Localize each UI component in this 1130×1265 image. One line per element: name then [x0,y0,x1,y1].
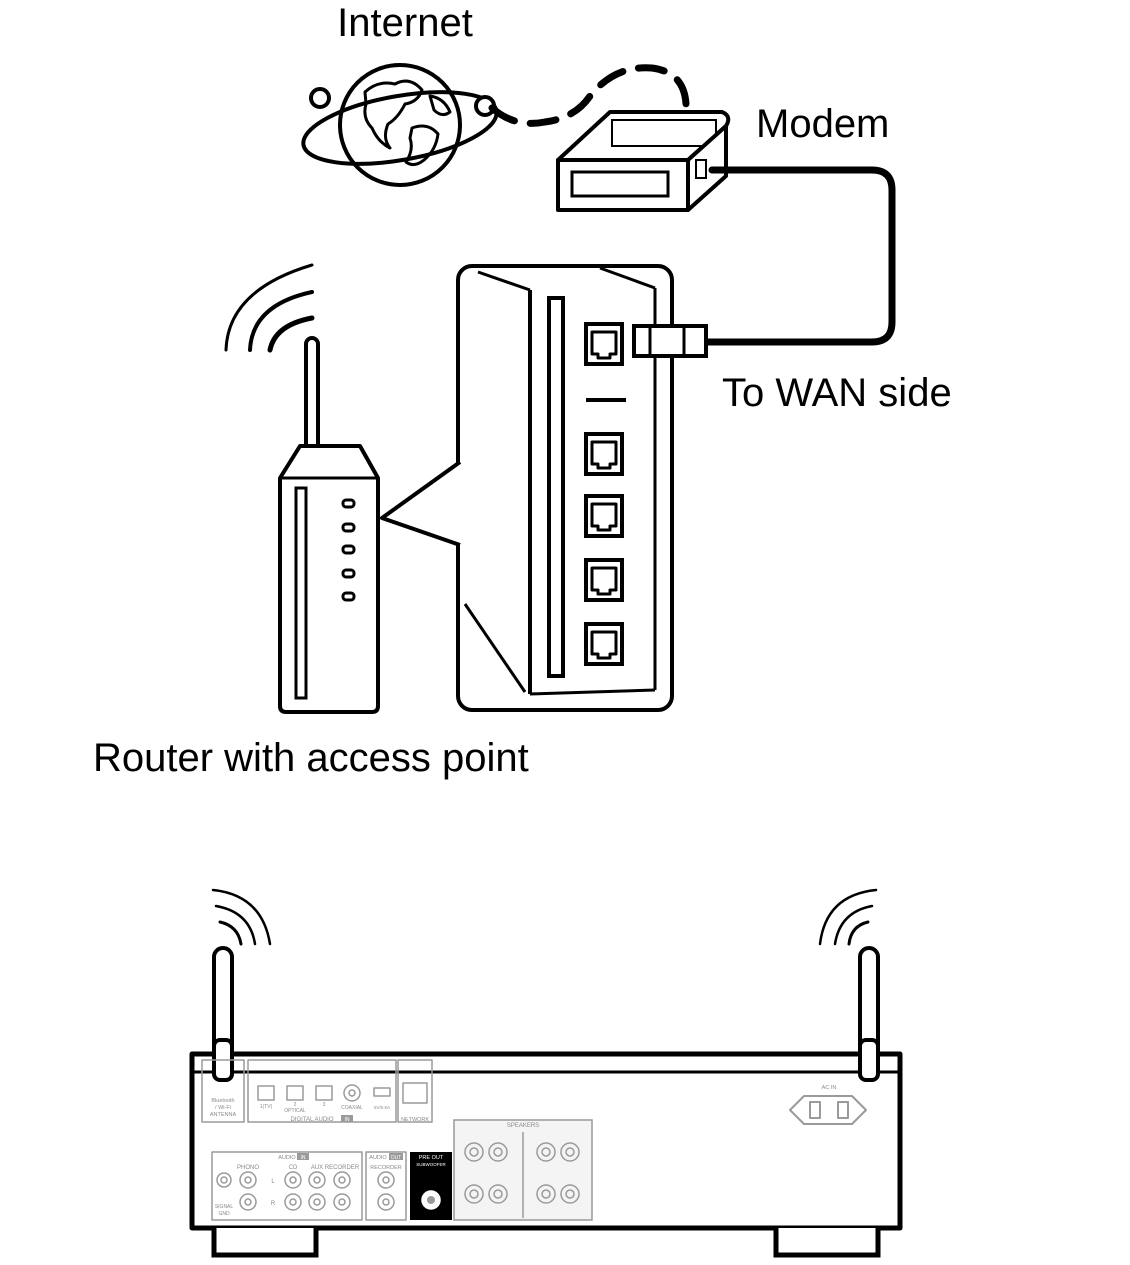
svg-text:2: 2 [294,1102,297,1108]
svg-text:AUX: AUX [311,1165,323,1171]
svg-text:RECORDER: RECORDER [325,1165,360,1171]
svg-text:SPEAKERS: SPEAKERS [507,1123,539,1129]
wan-cable [701,166,896,346]
svg-text:RECORDER: RECORDER [370,1165,402,1171]
svg-text:3: 3 [323,1102,326,1108]
svg-text:AUDIO: AUDIO [369,1155,387,1161]
svg-text:SIGNAL: SIGNAL [215,1204,234,1210]
receiver-rear-panel: Bluetooth / Wi-Fi ANTENNA 1(TV) 2 3 OPTI… [189,888,903,1258]
svg-text:SUBWOOFER: SUBWOOFER [416,1162,446,1167]
svg-text:PHONO: PHONO [237,1165,259,1171]
svg-text:NETWORK: NETWORK [401,1117,429,1123]
svg-text:CD: CD [289,1165,298,1171]
wan-plug-icon [632,324,708,358]
wan-port-icon [584,322,624,366]
svg-text:IN: IN [345,1117,350,1123]
internet-globe-icon [301,63,499,187]
router-icon [224,263,380,714]
modem-icon [556,110,731,212]
router-label: Router with access point [93,736,529,780]
svg-text:PRE OUT: PRE OUT [419,1155,444,1161]
svg-text:IN: IN [301,1155,306,1161]
svg-text:GND: GND [218,1211,230,1217]
lan-port-3-icon [584,558,624,602]
svg-text:AC IN: AC IN [822,1085,837,1091]
svg-text:COAXIAL: COAXIAL [341,1105,363,1111]
svg-text:OPTICAL: OPTICAL [284,1108,306,1114]
svg-text:R: R [271,1201,276,1207]
modem-label: Modem [756,102,889,146]
right-antenna-icon [818,888,880,1066]
left-antenna-icon [211,888,272,1066]
internet-link-dashed [488,64,690,127]
svg-text:DIGITAL AUDIO: DIGITAL AUDIO [290,1117,333,1123]
svg-text:/ Wi-Fi: / Wi-Fi [215,1105,231,1111]
svg-text:ANTENNA: ANTENNA [210,1112,237,1118]
svg-text:5V/0.5A: 5V/0.5A [374,1105,390,1110]
svg-text:Bluetooth: Bluetooth [211,1098,234,1104]
lan-port-2-icon [584,494,624,538]
internet-label: Internet [337,1,473,45]
lan-port-4-icon [584,622,624,666]
wan-side-label: To WAN side [722,371,952,415]
svg-text:AUDIO: AUDIO [278,1155,296,1161]
router-port-callout [380,264,708,712]
svg-text:L: L [271,1179,275,1185]
svg-text:1(TV): 1(TV) [260,1104,273,1110]
svg-text:OUT: OUT [391,1155,402,1161]
lan-port-1-icon [584,432,624,476]
